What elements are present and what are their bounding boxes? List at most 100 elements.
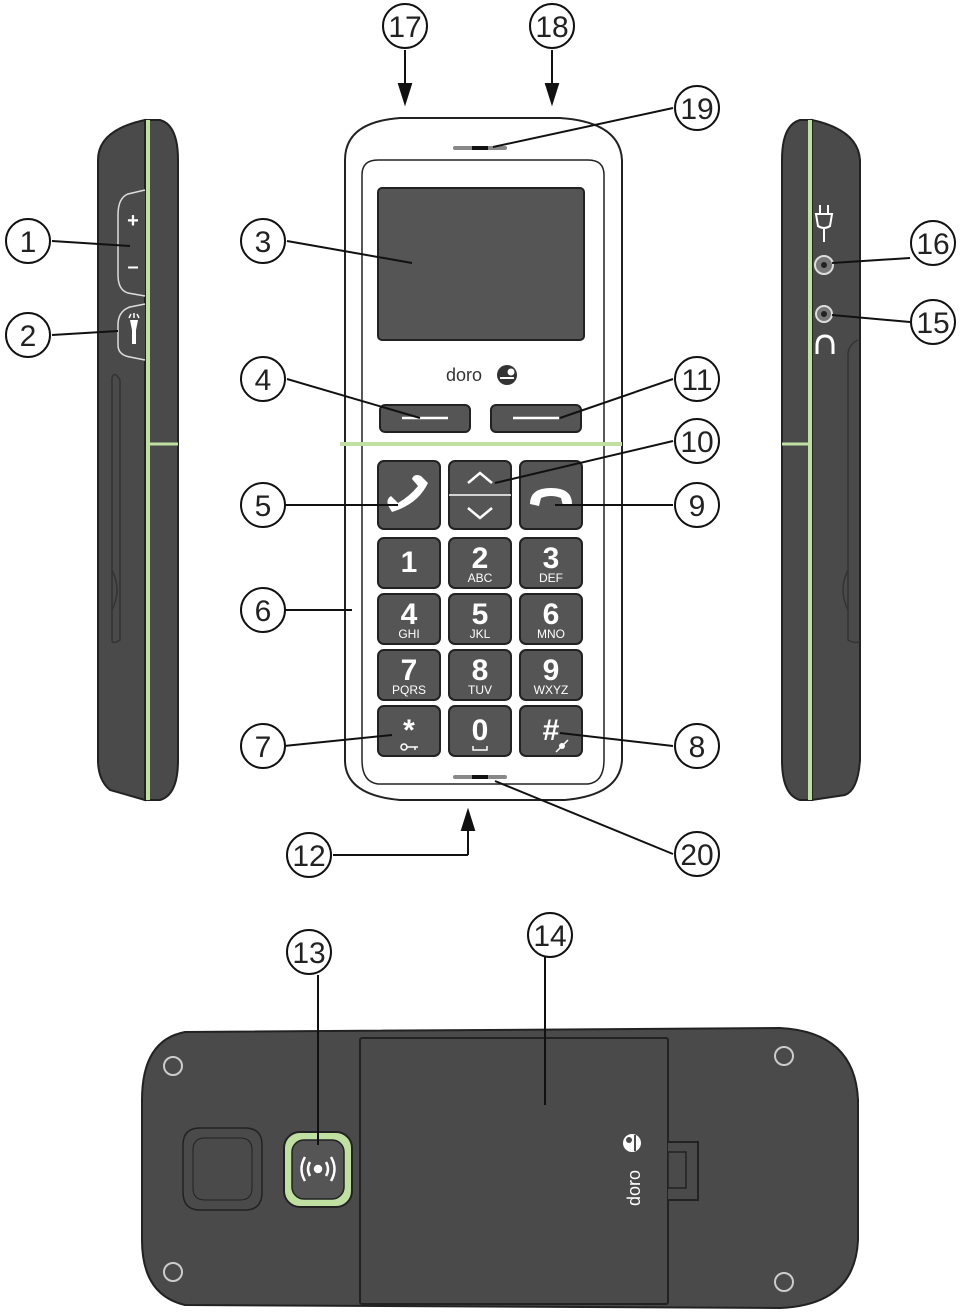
key-digit: 7 — [401, 654, 418, 687]
back-view: doro — [141, 1026, 859, 1310]
key-face[interactable] — [377, 537, 441, 589]
silent-icon — [555, 739, 569, 753]
display-screen — [377, 187, 585, 341]
callout-17: 17 — [382, 3, 428, 49]
doro-logo-icon-back — [623, 1134, 641, 1152]
key-digit: 8 — [472, 654, 489, 687]
key-letters: GHI — [398, 627, 419, 641]
key-letters: JKL — [470, 627, 491, 641]
callout-18: 18 — [529, 3, 575, 49]
key-hash[interactable]: # — [519, 705, 583, 757]
callout-label: 3 — [255, 226, 272, 259]
callout-3: 3 — [240, 218, 286, 264]
charger-icon — [814, 205, 834, 242]
key-face[interactable] — [448, 593, 512, 645]
callout-label: 12 — [292, 840, 325, 873]
cover-latch[interactable] — [668, 1141, 699, 1201]
key-star[interactable]: * — [377, 705, 441, 757]
brand-logo-back: doro — [624, 1170, 644, 1206]
callout-9: 9 — [674, 482, 720, 528]
callout-1: 1 — [5, 218, 51, 264]
key-face[interactable] — [377, 705, 441, 757]
call-icon — [387, 475, 428, 512]
callout-label: 15 — [916, 307, 949, 340]
key-letters: MNO — [537, 627, 565, 641]
key-digit: 2 — [472, 542, 489, 575]
key-letters: TUV — [468, 683, 492, 697]
key-face[interactable] — [519, 705, 583, 757]
down-arrow-icon[interactable] — [467, 507, 493, 520]
hangup-button[interactable] — [519, 460, 583, 530]
callout-5: 5 — [240, 482, 286, 528]
callout-7: 7 — [240, 723, 286, 769]
key-digit: 3 — [543, 542, 560, 575]
callout-label: 2 — [20, 320, 37, 353]
key-letters: ABC — [468, 571, 493, 585]
key-face[interactable] — [519, 649, 583, 701]
callout-label: 4 — [255, 364, 272, 397]
callout-13: 13 — [286, 929, 332, 975]
arrows — [397, 50, 560, 831]
navigation-key[interactable] — [448, 460, 512, 530]
sos-icon — [300, 1156, 336, 1182]
left-side-view: + – — [97, 118, 179, 802]
callout-6: 6 — [240, 587, 286, 633]
key-face[interactable] — [519, 593, 583, 645]
sos-button[interactable] — [283, 1131, 353, 1208]
key-1[interactable]: 1 — [377, 537, 441, 589]
key-digit: 9 — [543, 654, 560, 687]
brand-logo: doro — [446, 365, 482, 385]
key-face[interactable] — [448, 537, 512, 589]
key-face[interactable] — [448, 649, 512, 701]
key-digit: 5 — [472, 598, 489, 631]
callout-label: 8 — [689, 731, 706, 764]
callout-label: 20 — [680, 839, 713, 872]
battery-cover[interactable] — [359, 1037, 669, 1305]
plus-icon: + — [127, 210, 139, 232]
key-face[interactable] — [448, 705, 512, 757]
space-icon — [472, 746, 488, 751]
callout-4: 4 — [240, 356, 286, 402]
camera-window — [182, 1127, 263, 1211]
key-digit: 0 — [472, 714, 489, 747]
callout-label: 11 — [681, 364, 712, 397]
key-face[interactable] — [377, 649, 441, 701]
callout-12: 12 — [286, 832, 332, 878]
callout-label: 14 — [533, 920, 566, 953]
callout-15: 15 — [910, 299, 956, 345]
callout-label: 10 — [680, 426, 713, 459]
callout-10: 10 — [674, 418, 720, 464]
callout-2: 2 — [5, 312, 51, 358]
callout-16: 16 — [910, 220, 956, 266]
callout-label: 18 — [535, 11, 568, 44]
callout-8: 8 — [674, 723, 720, 769]
key-digit: 4 — [401, 598, 418, 631]
key-digit: # — [543, 714, 560, 747]
key-digit: 6 — [543, 598, 560, 631]
leader-lines — [51, 107, 911, 1145]
callout-label: 5 — [255, 490, 272, 523]
callout-label: 17 — [388, 11, 421, 44]
key-face[interactable] — [519, 537, 583, 589]
callout-label: 9 — [689, 490, 706, 523]
key-0[interactable]: 0 — [448, 705, 512, 757]
hangup-icon — [530, 488, 572, 506]
key-face[interactable] — [377, 593, 441, 645]
key-lock-icon — [400, 743, 418, 751]
callout-14: 14 — [527, 912, 573, 958]
callout-label: 13 — [292, 937, 325, 970]
callout-label: 6 — [255, 595, 272, 628]
call-button[interactable] — [377, 460, 441, 530]
up-arrow-icon[interactable] — [467, 471, 493, 484]
